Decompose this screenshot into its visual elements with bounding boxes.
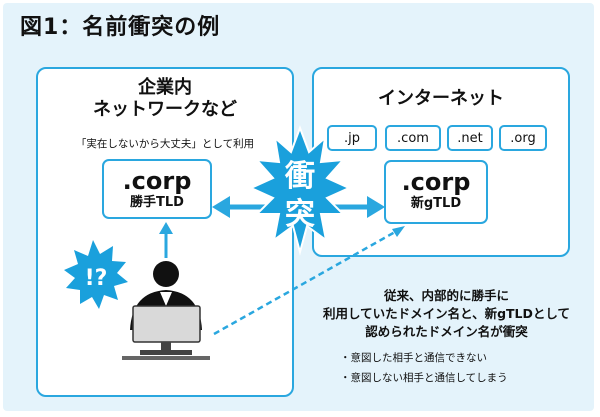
collision-char-1: 衝	[284, 159, 315, 194]
private-tld-name: .corp	[122, 167, 192, 195]
tld-chip-net: .net	[447, 125, 493, 151]
collision-arrow-right-head	[367, 196, 385, 218]
private-tld-label: 勝手TLD	[130, 195, 184, 210]
internal-usage-note: 「実在しないから大丈夫」として利用	[75, 138, 255, 150]
person-head	[153, 261, 179, 287]
new-gtld-label: 新gTLD	[410, 196, 462, 211]
confusion-burst	[64, 240, 128, 309]
confusion-label: !?	[85, 266, 108, 291]
internal-network-heading-line1: 企業内	[138, 77, 192, 98]
up-arrow-head	[159, 222, 173, 234]
caption-line-3: 認められたドメイン名が衝突	[365, 324, 528, 339]
collision-arrow-left-head	[212, 196, 230, 218]
figure-title: 図1：名前衝突の例	[20, 15, 221, 40]
internal-network-panel: 企業内 ネットワークなど 「実在しないから大丈夫」として利用 .corp 勝手T…	[36, 67, 294, 397]
monitor-stand	[161, 342, 171, 350]
person-collar	[160, 292, 172, 306]
private-tld-box: .corp 勝手TLD	[102, 159, 212, 219]
new-gtld-box: .corp 新gTLD	[384, 160, 488, 224]
collision-caption: 従来、内部的に勝手に 利用していたドメイン名と、新gTLDとして 認められたドメ…	[303, 287, 590, 341]
note-unintended-destination: ・意図しない相手と通信してしまう	[340, 372, 508, 384]
desk	[122, 356, 210, 360]
new-gtld-name: .corp	[401, 168, 471, 196]
tld-chip-org: .org	[499, 125, 547, 151]
internet-heading: インターネット	[378, 88, 504, 109]
computer-monitor	[132, 305, 201, 343]
note-wrong-destination: ・意図した相手と通信できない	[340, 352, 487, 364]
internet-panel: インターネット	[312, 67, 570, 257]
collision-char-2: 突	[285, 197, 315, 232]
caption-line-1: 従来、内部的に勝手に	[383, 288, 509, 303]
monitor-base	[140, 350, 192, 355]
caption-line-2: 利用していたドメイン名と、新gTLDとして	[322, 306, 571, 321]
internal-network-heading-line2: ネットワークなど	[93, 99, 237, 120]
dashed-connection-line	[213, 230, 396, 336]
user-at-computer-illustration	[122, 261, 210, 360]
collision-burst	[248, 125, 352, 256]
dashed-arrow-head	[392, 226, 405, 237]
tld-chip-jp: .jp	[327, 125, 377, 151]
tld-chip-com: .com	[385, 125, 441, 151]
